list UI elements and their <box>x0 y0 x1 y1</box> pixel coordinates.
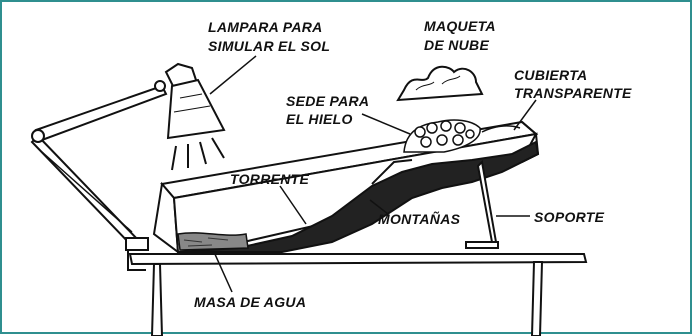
lamp-head-joint <box>154 80 166 92</box>
light-ray <box>171 145 177 171</box>
light-ray <box>211 137 225 159</box>
ice-leader <box>361 113 411 135</box>
torrent-leader <box>279 185 307 225</box>
lamp-clamp <box>125 237 149 251</box>
light-ray <box>199 141 207 165</box>
sun-lamp <box>164 62 226 171</box>
lamp-shade <box>166 78 226 140</box>
table <box>128 253 588 336</box>
table-leg-left <box>150 263 164 336</box>
label-ice-line2: EL HIELO <box>286 111 353 127</box>
cloud-model <box>396 65 484 102</box>
mountains-leader <box>369 199 389 215</box>
support-base <box>465 241 499 249</box>
ice-seat <box>403 119 481 153</box>
label-support: SOPORTE <box>534 209 605 225</box>
table-leg-right <box>530 261 544 336</box>
label-cover-line1: CUBIERTA <box>514 67 587 83</box>
lamp-upper-arm <box>34 84 168 142</box>
table-top <box>128 253 588 266</box>
snow-edge <box>371 159 413 185</box>
leader-lines <box>209 55 537 293</box>
lamp-clamp-screw <box>127 250 146 271</box>
landscape <box>177 140 540 253</box>
cloud-shape <box>396 65 484 102</box>
label-lamp-line1: LAMPARA PARA <box>208 19 323 35</box>
label-ice-line1: SEDE PARA <box>286 93 369 109</box>
water-body <box>177 232 249 251</box>
lamp-arm <box>30 80 168 271</box>
mountains <box>177 140 540 253</box>
water-leader <box>213 251 233 293</box>
cover-leader <box>513 99 537 131</box>
label-lamp-line2: SIMULAR EL SOL <box>208 38 330 54</box>
label-cloud-line1: MAQUETA <box>424 18 496 34</box>
label-mountains: MONTAÑAS <box>378 210 461 227</box>
lamp-leader <box>209 55 257 95</box>
label-cover-line2: TRANSPARENTE <box>514 85 632 101</box>
label-torrent: TORRENTE <box>230 171 310 187</box>
label-cloud-line2: DE NUBE <box>424 37 489 53</box>
lamp-joint <box>31 129 45 143</box>
label-water: MASA DE AGUA <box>194 294 306 310</box>
support-stand <box>465 159 499 249</box>
